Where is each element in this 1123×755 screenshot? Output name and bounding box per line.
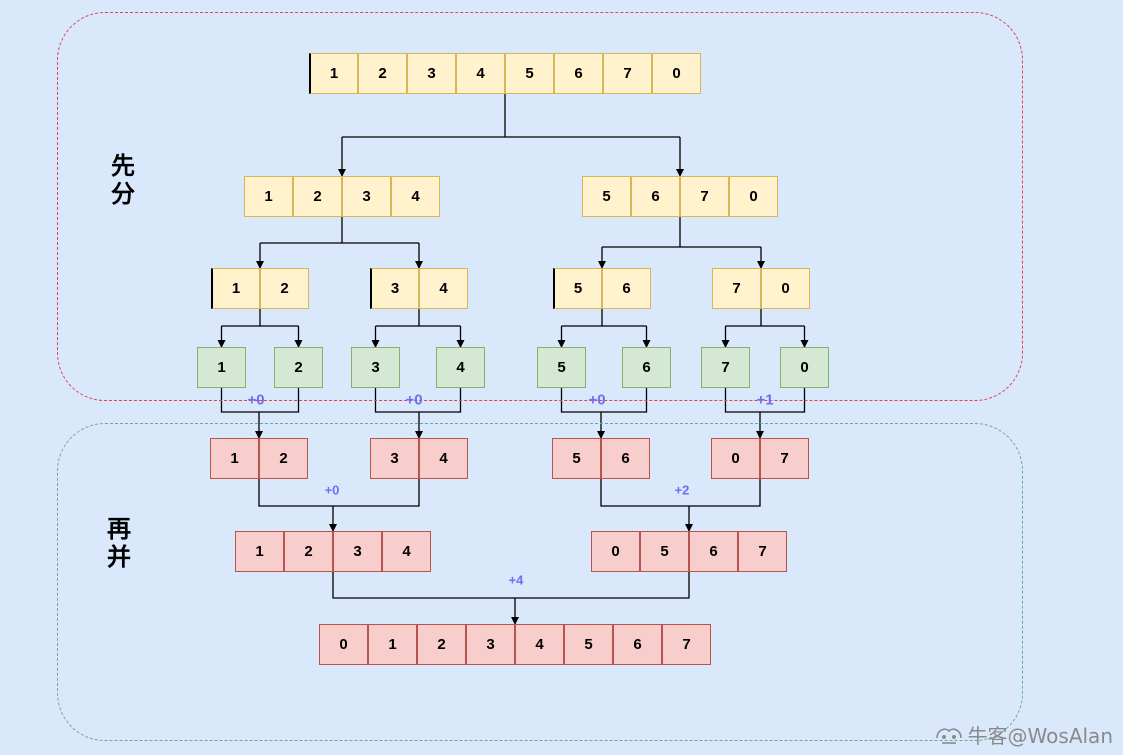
array-cell: 2 [417,624,466,665]
array-cell: 3 [351,347,400,388]
array-cell: 1 [210,438,259,479]
array-cell: 7 [760,438,809,479]
array-cell: 7 [701,347,750,388]
array-cell: 6 [689,531,738,572]
merge-offset-label: +2 [674,482,690,498]
array-cell: 2 [293,176,342,217]
merge-offset-label: +0 [588,391,606,409]
array-cell: 7 [738,531,787,572]
array-cell: 3 [370,268,419,309]
array-cell: 1 [309,53,358,94]
array-cell: 0 [711,438,760,479]
array-cell: 7 [603,53,652,94]
array-cell: 2 [259,438,308,479]
array-cell: 5 [537,347,586,388]
array-cell: 5 [640,531,689,572]
array-cell: 1 [211,268,260,309]
array-cell: 0 [591,531,640,572]
line-connector [600,479,761,507]
divide-array: 2 [274,347,323,388]
line-connector [258,479,420,507]
divide-array: 4 [436,347,485,388]
array-cell: 5 [552,438,601,479]
array-cell: 5 [564,624,613,665]
array-cell: 1 [197,347,246,388]
array-cell: 6 [613,624,662,665]
array-cell: 4 [391,176,440,217]
array-cell: 1 [235,531,284,572]
array-cell: 4 [419,268,468,309]
array-cell: 4 [456,53,505,94]
divide-phase-label: 先分 [111,152,135,208]
divide-array: 1 [197,347,246,388]
watermark-text: 牛客@WosAlan [967,724,1113,748]
line-connector [332,572,690,599]
divide-array: 3 [351,347,400,388]
divide-array: 0 [780,347,829,388]
array-cell: 2 [274,347,323,388]
array-cell: 6 [554,53,603,94]
divide-array: 7 [701,347,750,388]
array-cell: 5 [553,268,602,309]
array-cell: 0 [319,624,368,665]
array-cell: 6 [601,438,650,479]
divide-array: 5 [537,347,586,388]
array-cell: 7 [712,268,761,309]
array-cell: 1 [368,624,417,665]
array-cell: 3 [342,176,391,217]
merge-offset-label: +4 [508,572,524,588]
array-cell: 3 [407,53,456,94]
array-cell: 2 [358,53,407,94]
array-cell: 0 [761,268,810,309]
array-cell: 2 [284,531,333,572]
divide-array: 6 [622,347,671,388]
array-cell: 0 [729,176,778,217]
array-cell: 3 [466,624,515,665]
merge-offset-label: +1 [756,391,774,409]
merge-offset-label: +0 [247,391,265,409]
array-cell: 3 [333,531,382,572]
array-cell: 5 [582,176,631,217]
merge-phase-region [57,423,1023,741]
array-cell: 6 [622,347,671,388]
merge-offset-label: +0 [405,391,423,409]
array-cell: 4 [436,347,485,388]
array-cell: 7 [662,624,711,665]
array-cell: 4 [382,531,431,572]
array-cell: 6 [602,268,651,309]
array-cell: 0 [780,347,829,388]
niuke-logo-icon [935,727,962,744]
array-cell: 3 [370,438,419,479]
merge-offset-label: +0 [324,482,340,498]
array-cell: 4 [515,624,564,665]
array-cell: 2 [260,268,309,309]
array-cell: 7 [680,176,729,217]
array-cell: 6 [631,176,680,217]
array-cell: 1 [244,176,293,217]
array-cell: 4 [419,438,468,479]
array-cell: 5 [505,53,554,94]
array-cell: 0 [652,53,701,94]
merge-phase-label: 再并 [107,515,131,571]
watermark: 牛客@WosAlan [934,720,1113,749]
divide-phase-region [57,12,1023,401]
